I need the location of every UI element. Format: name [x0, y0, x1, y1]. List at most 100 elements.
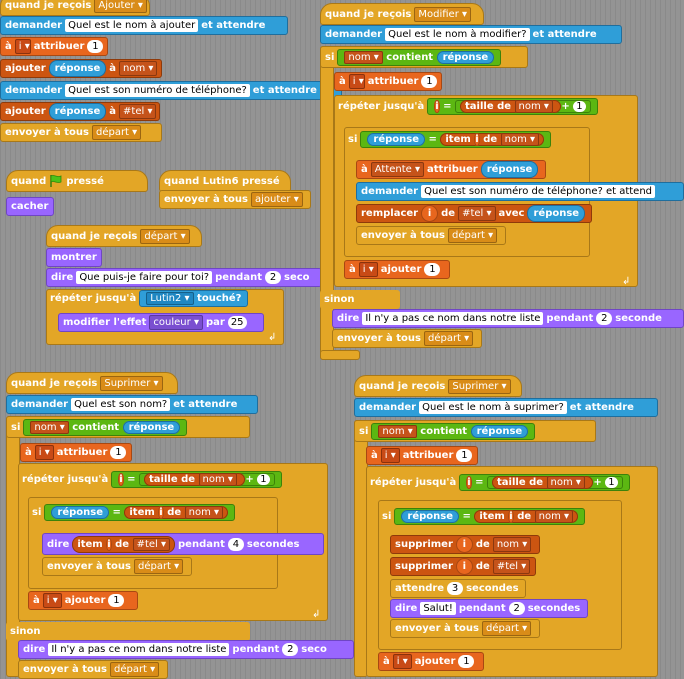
if-header[interactable]: si nom contient réponse [320, 46, 528, 68]
broadcast-block[interactable]: envoyer à tous départ [18, 660, 168, 679]
item-of-reporter[interactable]: item i de nom [474, 510, 579, 523]
equals-condition[interactable]: réponse = item i de nom [394, 508, 586, 525]
message-dropdown[interactable]: ajouter [250, 192, 303, 207]
var-i-reporter[interactable]: i [434, 100, 440, 113]
answer-reporter[interactable]: réponse [436, 50, 495, 64]
say-for-block[interactable]: dire Il n'y a pas ce nom dans notre list… [332, 309, 684, 328]
message-dropdown[interactable]: départ [423, 331, 474, 346]
value-input[interactable]: 1 [573, 101, 586, 112]
value-input[interactable]: 1 [458, 655, 475, 668]
length-of-reporter[interactable]: taille de nom [144, 473, 246, 486]
if-header[interactable]: si réponse = item i de nom [28, 503, 278, 522]
say-for-block[interactable]: dire Salut! pendant 2 secondes [390, 599, 588, 618]
seconds-input[interactable]: 2 [508, 602, 525, 615]
answer-reporter[interactable]: réponse [480, 161, 539, 178]
if-header[interactable]: si nom contient réponse [354, 420, 596, 442]
message-dropdown[interactable]: Suprimer [448, 378, 511, 394]
list-dropdown[interactable]: nom [514, 100, 553, 113]
contains-condition[interactable]: nom contient réponse [371, 422, 536, 440]
list-dropdown[interactable]: nom [492, 537, 532, 552]
equals-condition[interactable]: i = taille de nom + 1 [459, 474, 630, 491]
repeat-until-header[interactable]: répéter jusqu'à i = taille de nom + 1 [334, 97, 638, 116]
message-input[interactable]: Il n'y a pas ce nom dans notre liste [48, 643, 230, 656]
sprite-dropdown[interactable]: Lutin2 [146, 292, 194, 305]
message-dropdown[interactable]: départ [133, 559, 184, 574]
question-input[interactable]: Quel est son numéro de téléphone? [65, 84, 250, 97]
equals-condition[interactable]: réponse = item i de nom [360, 131, 552, 148]
var-i-reporter[interactable]: i [158, 506, 164, 519]
var-i-reporter[interactable]: i [455, 536, 473, 553]
contains-condition[interactable]: nom contient réponse [337, 48, 502, 66]
list-dropdown[interactable]: nom [344, 50, 383, 64]
amount-input[interactable]: 25 [227, 316, 247, 329]
if-header[interactable]: si réponse = item i de nom [344, 130, 590, 149]
plus-operator[interactable]: taille de nom + 1 [139, 473, 275, 486]
set-var-block[interactable]: à i attribuer 1 [0, 37, 108, 56]
change-var-block[interactable]: à i ajouter 1 [378, 652, 484, 671]
message-dropdown[interactable]: Ajouter [94, 0, 147, 13]
length-of-reporter[interactable]: taille de nom [460, 100, 562, 113]
seconds-input[interactable]: 2 [596, 312, 613, 325]
message-input[interactable]: Que puis-je faire pour toi? [76, 271, 213, 284]
plus-operator[interactable]: taille de nom + 1 [487, 476, 623, 489]
hat-when-flag-clicked[interactable]: quand pressé [6, 170, 148, 192]
repeat-until-header[interactable]: répéter jusqu'à i = taille de nom + 1 [18, 470, 328, 489]
replace-item-block[interactable]: remplacer i de #tel avec réponse [356, 204, 592, 223]
variable-dropdown[interactable]: i [34, 445, 54, 460]
answer-reporter[interactable]: réponse [401, 510, 459, 523]
seconds-input[interactable]: 4 [227, 537, 244, 551]
answer-reporter[interactable]: réponse [48, 103, 107, 120]
variable-dropdown[interactable]: i [380, 448, 400, 463]
answer-reporter[interactable]: réponse [51, 506, 109, 519]
if-header[interactable]: si nom contient réponse [6, 416, 250, 438]
hat-when-receive-suprimer[interactable]: quand je reçois Suprimer [6, 372, 178, 394]
set-var-block[interactable]: à i attribuer 1 [334, 72, 442, 91]
ask-block[interactable]: demander Quel est son numéro de téléphon… [0, 81, 342, 100]
item-of-reporter[interactable]: item i de #tel [72, 535, 176, 553]
value-input[interactable]: 1 [421, 75, 438, 88]
list-dropdown[interactable]: nom [184, 506, 224, 519]
change-var-block[interactable]: à i ajouter 1 [28, 591, 138, 610]
wait-block[interactable]: attendre 3 secondes [390, 579, 526, 598]
ask-block[interactable]: demander Quel est son nom? et attendre [6, 395, 258, 414]
question-input[interactable]: Quel est le nom à ajouter [65, 19, 199, 32]
hat-when-receive-modifier[interactable]: quand je reçois Modifier [320, 3, 484, 25]
say-for-block[interactable]: dire item i de #tel pendant 4 secondes [42, 533, 324, 555]
question-input[interactable]: Quel est le nom à modifier? [385, 28, 530, 41]
broadcast-block[interactable]: envoyer à tous départ [356, 226, 506, 245]
seconds-input[interactable]: 2 [282, 643, 299, 656]
seconds-input[interactable]: 3 [447, 582, 464, 595]
variable-dropdown[interactable]: i [392, 654, 412, 669]
var-i-reporter[interactable]: i [421, 205, 439, 222]
list-dropdown[interactable]: #tel [458, 206, 496, 221]
message-input[interactable]: Il n'y a pas ce nom dans notre liste [362, 312, 544, 325]
item-of-reporter[interactable]: item i de nom [124, 506, 229, 519]
variable-dropdown[interactable]: i [42, 593, 62, 608]
set-var-block[interactable]: à Attente attribuer réponse [356, 160, 546, 179]
delete-item-block[interactable]: supprimer i de nom [390, 535, 540, 554]
question-input[interactable]: Quel est son numéro de téléphone? et att… [421, 185, 656, 198]
broadcast-block[interactable]: envoyer à tous départ [0, 123, 162, 142]
broadcast-block[interactable]: envoyer à tous départ [332, 329, 482, 348]
value-input[interactable]: 1 [424, 263, 441, 276]
add-to-list-block[interactable]: ajouter réponse à nom [0, 59, 162, 78]
ask-block[interactable]: demander Quel est le nom à modifier? et … [320, 25, 622, 44]
item-of-reporter[interactable]: item i de nom [440, 133, 545, 146]
question-input[interactable]: Quel est le nom à suprimer? [419, 401, 567, 414]
if-header[interactable]: si réponse = item i de nom [378, 507, 622, 526]
hide-block[interactable]: cacher [6, 197, 54, 216]
answer-reporter[interactable]: réponse [527, 205, 586, 222]
message-dropdown[interactable]: départ [140, 228, 190, 244]
say-for-block[interactable]: dire Il n'y a pas ce nom dans notre list… [18, 640, 354, 659]
list-dropdown[interactable]: nom [378, 424, 417, 438]
list-dropdown[interactable]: #tel [492, 559, 531, 574]
value-input[interactable]: 1 [456, 449, 473, 462]
effect-dropdown[interactable]: couleur [149, 315, 203, 330]
show-block[interactable]: montrer [46, 248, 102, 267]
ask-block[interactable]: demander Quel est le nom à suprimer? et … [354, 398, 658, 417]
value-input[interactable]: 1 [108, 594, 125, 607]
answer-reporter[interactable]: réponse [122, 420, 181, 434]
question-input[interactable]: Quel est son nom? [71, 398, 171, 411]
hat-when-receive-suprimer[interactable]: quand je reçois Suprimer [354, 375, 522, 397]
broadcast-block[interactable]: envoyer à tous départ [42, 557, 192, 576]
